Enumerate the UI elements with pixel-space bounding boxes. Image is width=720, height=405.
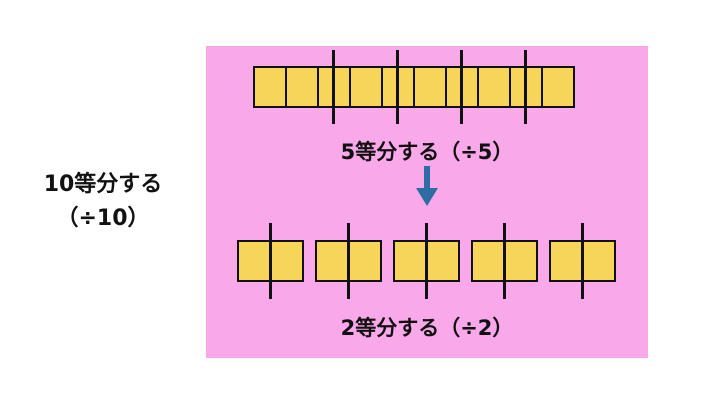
piece-division-line <box>581 223 584 299</box>
piece-division-line <box>269 223 272 299</box>
top-division-line <box>524 50 527 124</box>
side-label-line1: 10等分する <box>43 172 163 197</box>
side-label-line2: （÷10） <box>56 206 150 231</box>
strip-cell <box>477 66 511 108</box>
top-division-line <box>396 50 399 124</box>
top-caption: 5等分する（÷5） <box>340 140 514 164</box>
top-division-line <box>460 50 463 124</box>
piece-division-line <box>503 223 506 299</box>
piece-division-line <box>347 223 350 299</box>
diagram-panel: 5等分する（÷5） 2等分する（÷2） <box>206 46 648 358</box>
bottom-caption: 2等分する（÷2） <box>340 316 514 340</box>
strip-cell <box>253 66 287 108</box>
side-label: 10等分する （÷10） <box>8 168 198 236</box>
strip-cell <box>285 66 319 108</box>
piece-division-line <box>425 223 428 299</box>
strip-cell <box>541 66 575 108</box>
ten-cell-strip <box>253 66 593 108</box>
arrow-down-icon <box>416 166 438 206</box>
top-division-line <box>332 50 335 124</box>
strip-cell <box>349 66 383 108</box>
strip-cell <box>413 66 447 108</box>
